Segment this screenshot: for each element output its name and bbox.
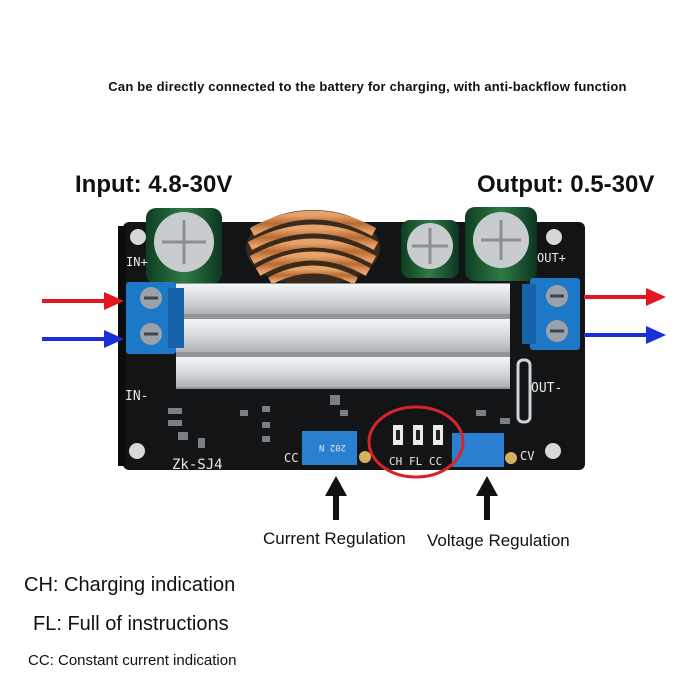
- smd-components: [168, 395, 510, 448]
- silk-in-plus: IN+: [126, 255, 148, 269]
- heatsink: [176, 283, 510, 389]
- input-negative-arrow: [42, 330, 124, 348]
- capacitor: [146, 208, 222, 284]
- legend-charging-indication: CH: Charging indication: [24, 574, 236, 596]
- silk-cc: CC: [284, 451, 298, 465]
- silk-in-minus: IN-: [125, 389, 148, 404]
- silk-led-cc: CC: [429, 455, 442, 468]
- input-positive-arrow: [42, 292, 124, 310]
- capacitor: [465, 207, 537, 281]
- mounting-hole: [545, 443, 561, 459]
- voltage-regulation-pointer-arrow: [476, 476, 498, 520]
- silk-out-minus: OUT-: [531, 381, 562, 396]
- legend-constant-current-indication: CC: Constant current indication: [28, 652, 237, 669]
- inductor-coil: [246, 210, 380, 286]
- led-highlight-ring: [367, 405, 465, 479]
- mounting-hole: [546, 229, 562, 245]
- output-voltage-label: Output: 0.5-30V: [477, 171, 655, 198]
- silk-out-plus: OUT+: [537, 251, 566, 265]
- output-positive-arrow: [584, 288, 666, 306]
- current-regulation-label: Current Regulation: [263, 529, 406, 548]
- silk-led-ch: CH: [389, 455, 402, 468]
- silk-cv: CV: [520, 449, 534, 463]
- legend-full-indication: FL: Full of instructions: [33, 613, 229, 635]
- silk-led-fl: FL: [409, 455, 423, 468]
- status-leds: [393, 425, 443, 445]
- svg-text:202 N: 202 N: [319, 442, 346, 452]
- mounting-hole: [130, 229, 146, 245]
- voltage-regulation-label: Voltage Regulation: [427, 531, 570, 550]
- current-potentiometer: 202 N: [302, 431, 371, 465]
- mounting-hole: [129, 443, 145, 459]
- output-terminal-block: [522, 278, 580, 350]
- silk-model: Zk-SJ4: [172, 457, 223, 473]
- output-negative-arrow: [584, 326, 666, 344]
- diode: [516, 358, 532, 424]
- capacitor: [401, 220, 459, 278]
- input-terminal-block: [126, 282, 184, 354]
- input-voltage-label: Input: 4.8-30V: [75, 171, 233, 198]
- headline-text: Can be directly connected to the battery…: [108, 79, 627, 94]
- current-regulation-pointer-arrow: [325, 476, 347, 520]
